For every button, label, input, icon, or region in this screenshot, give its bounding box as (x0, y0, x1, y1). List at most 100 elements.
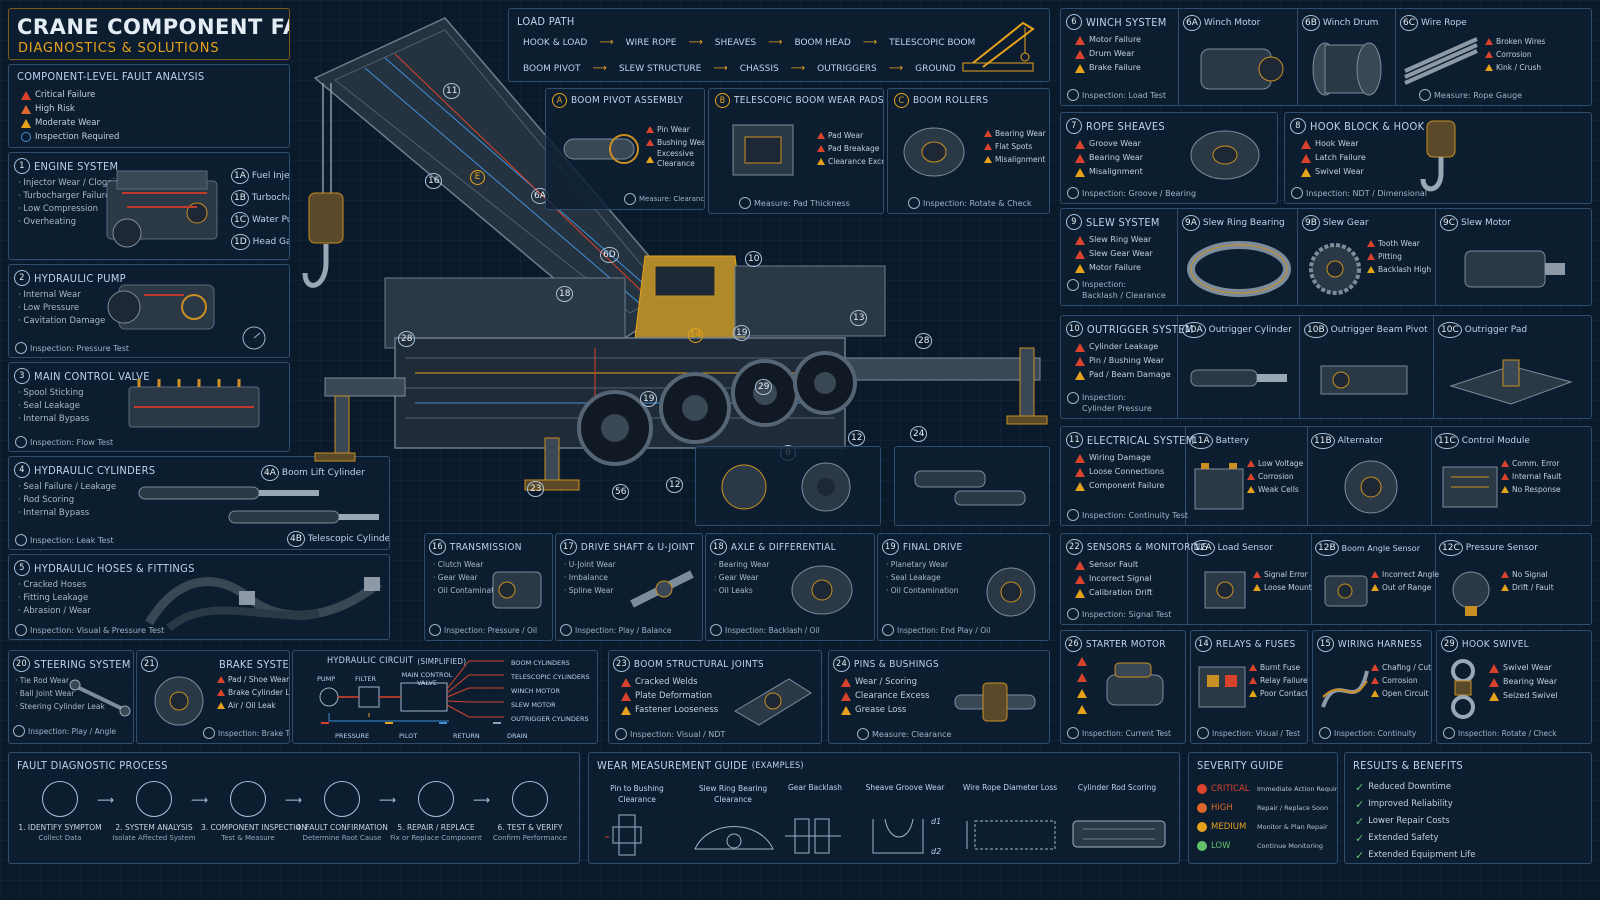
severity-level: CRITICAL (1211, 783, 1250, 794)
callout-14[interactable]: 14 (688, 322, 703, 343)
step-sub: Collect Data (38, 834, 82, 842)
severity-desc: Continue Monitoring (1257, 841, 1324, 850)
legend-critical: Critical Failure (21, 88, 119, 102)
callout-10[interactable]: 10 (745, 246, 763, 267)
steering-title: STEERING SYSTEM (33, 657, 131, 671)
transmission-illustration (492, 571, 542, 609)
callout-e[interactable]: E (470, 164, 485, 185)
check-icon: ✓ (1355, 781, 1365, 794)
step-icon (136, 781, 172, 817)
callout-6d[interactable]: 6D (600, 242, 619, 263)
severity-level: MEDIUM (1211, 821, 1247, 832)
cylinder-parts-illustration (914, 470, 1026, 506)
callout-56[interactable]: 56 (612, 479, 630, 500)
legend-panel: COMPONENT-LEVEL FAULT ANALYSIS Critical … (8, 64, 290, 148)
sheave-illustration (1190, 130, 1260, 180)
legend-inspection: Inspection Required (21, 130, 119, 144)
callout-12[interactable]: 12 (848, 425, 866, 446)
callout-16[interactable]: 16 (425, 168, 443, 189)
battery-illustration (1194, 463, 1244, 510)
callout-19[interactable]: 19 (733, 320, 751, 341)
hook-illustration (1420, 120, 1456, 192)
slew-ring-illustration (1187, 241, 1291, 297)
callout-28b[interactable]: 28 (915, 328, 933, 349)
gauge-icon (242, 326, 266, 350)
callout-23[interactable]: 23 (527, 476, 545, 497)
callout-24[interactable]: 24 (910, 421, 928, 442)
inspection-icon (13, 725, 25, 737)
joint-illustration (734, 678, 812, 726)
load-path-panel: LOAD PATH HOOK & LOAD⟶WIRE ROPE⟶SHEAVES⟶… (508, 8, 1050, 82)
callout-19b[interactable]: 19 (640, 386, 658, 407)
brake-system-panel[interactable]: 21 BRAKE SYSTEM Pad / Shoe Wear Brake Cy… (136, 650, 290, 744)
starter-motor-illustration (1106, 662, 1164, 706)
hydraulic-circuit-panel[interactable]: HYDRAULIC CIRCUIT(SIMPLIFIED) PUMP FILTE… (292, 650, 598, 744)
page-title: CRANE COMPONENT FAILURE (17, 15, 289, 39)
callout-29[interactable]: 29 (755, 374, 773, 395)
swivel-illustration (1451, 659, 1475, 719)
results-benefits-panel: RESULTS & BENEFITS ✓Reduced Downtime ✓Im… (1344, 752, 1592, 864)
callout-28a[interactable]: 28 (398, 326, 416, 347)
severity-level: LOW (1211, 840, 1231, 851)
step-icon (324, 781, 360, 817)
process-arrow: ⟶ (97, 793, 115, 807)
pump-title: HYDRAULIC PUMP (34, 271, 126, 285)
callout-18[interactable]: 18 (556, 281, 574, 302)
step-label: 5. REPAIR / REPLACE (397, 823, 475, 832)
callout-13[interactable]: 13 (850, 305, 868, 326)
sub-turbocharger[interactable]: 1BTurbocharger (231, 187, 289, 209)
callout-12b[interactable]: 12 (666, 472, 684, 493)
callout-11[interactable]: 11 (443, 78, 461, 99)
pressure-sensor-illustration (1452, 571, 1490, 616)
